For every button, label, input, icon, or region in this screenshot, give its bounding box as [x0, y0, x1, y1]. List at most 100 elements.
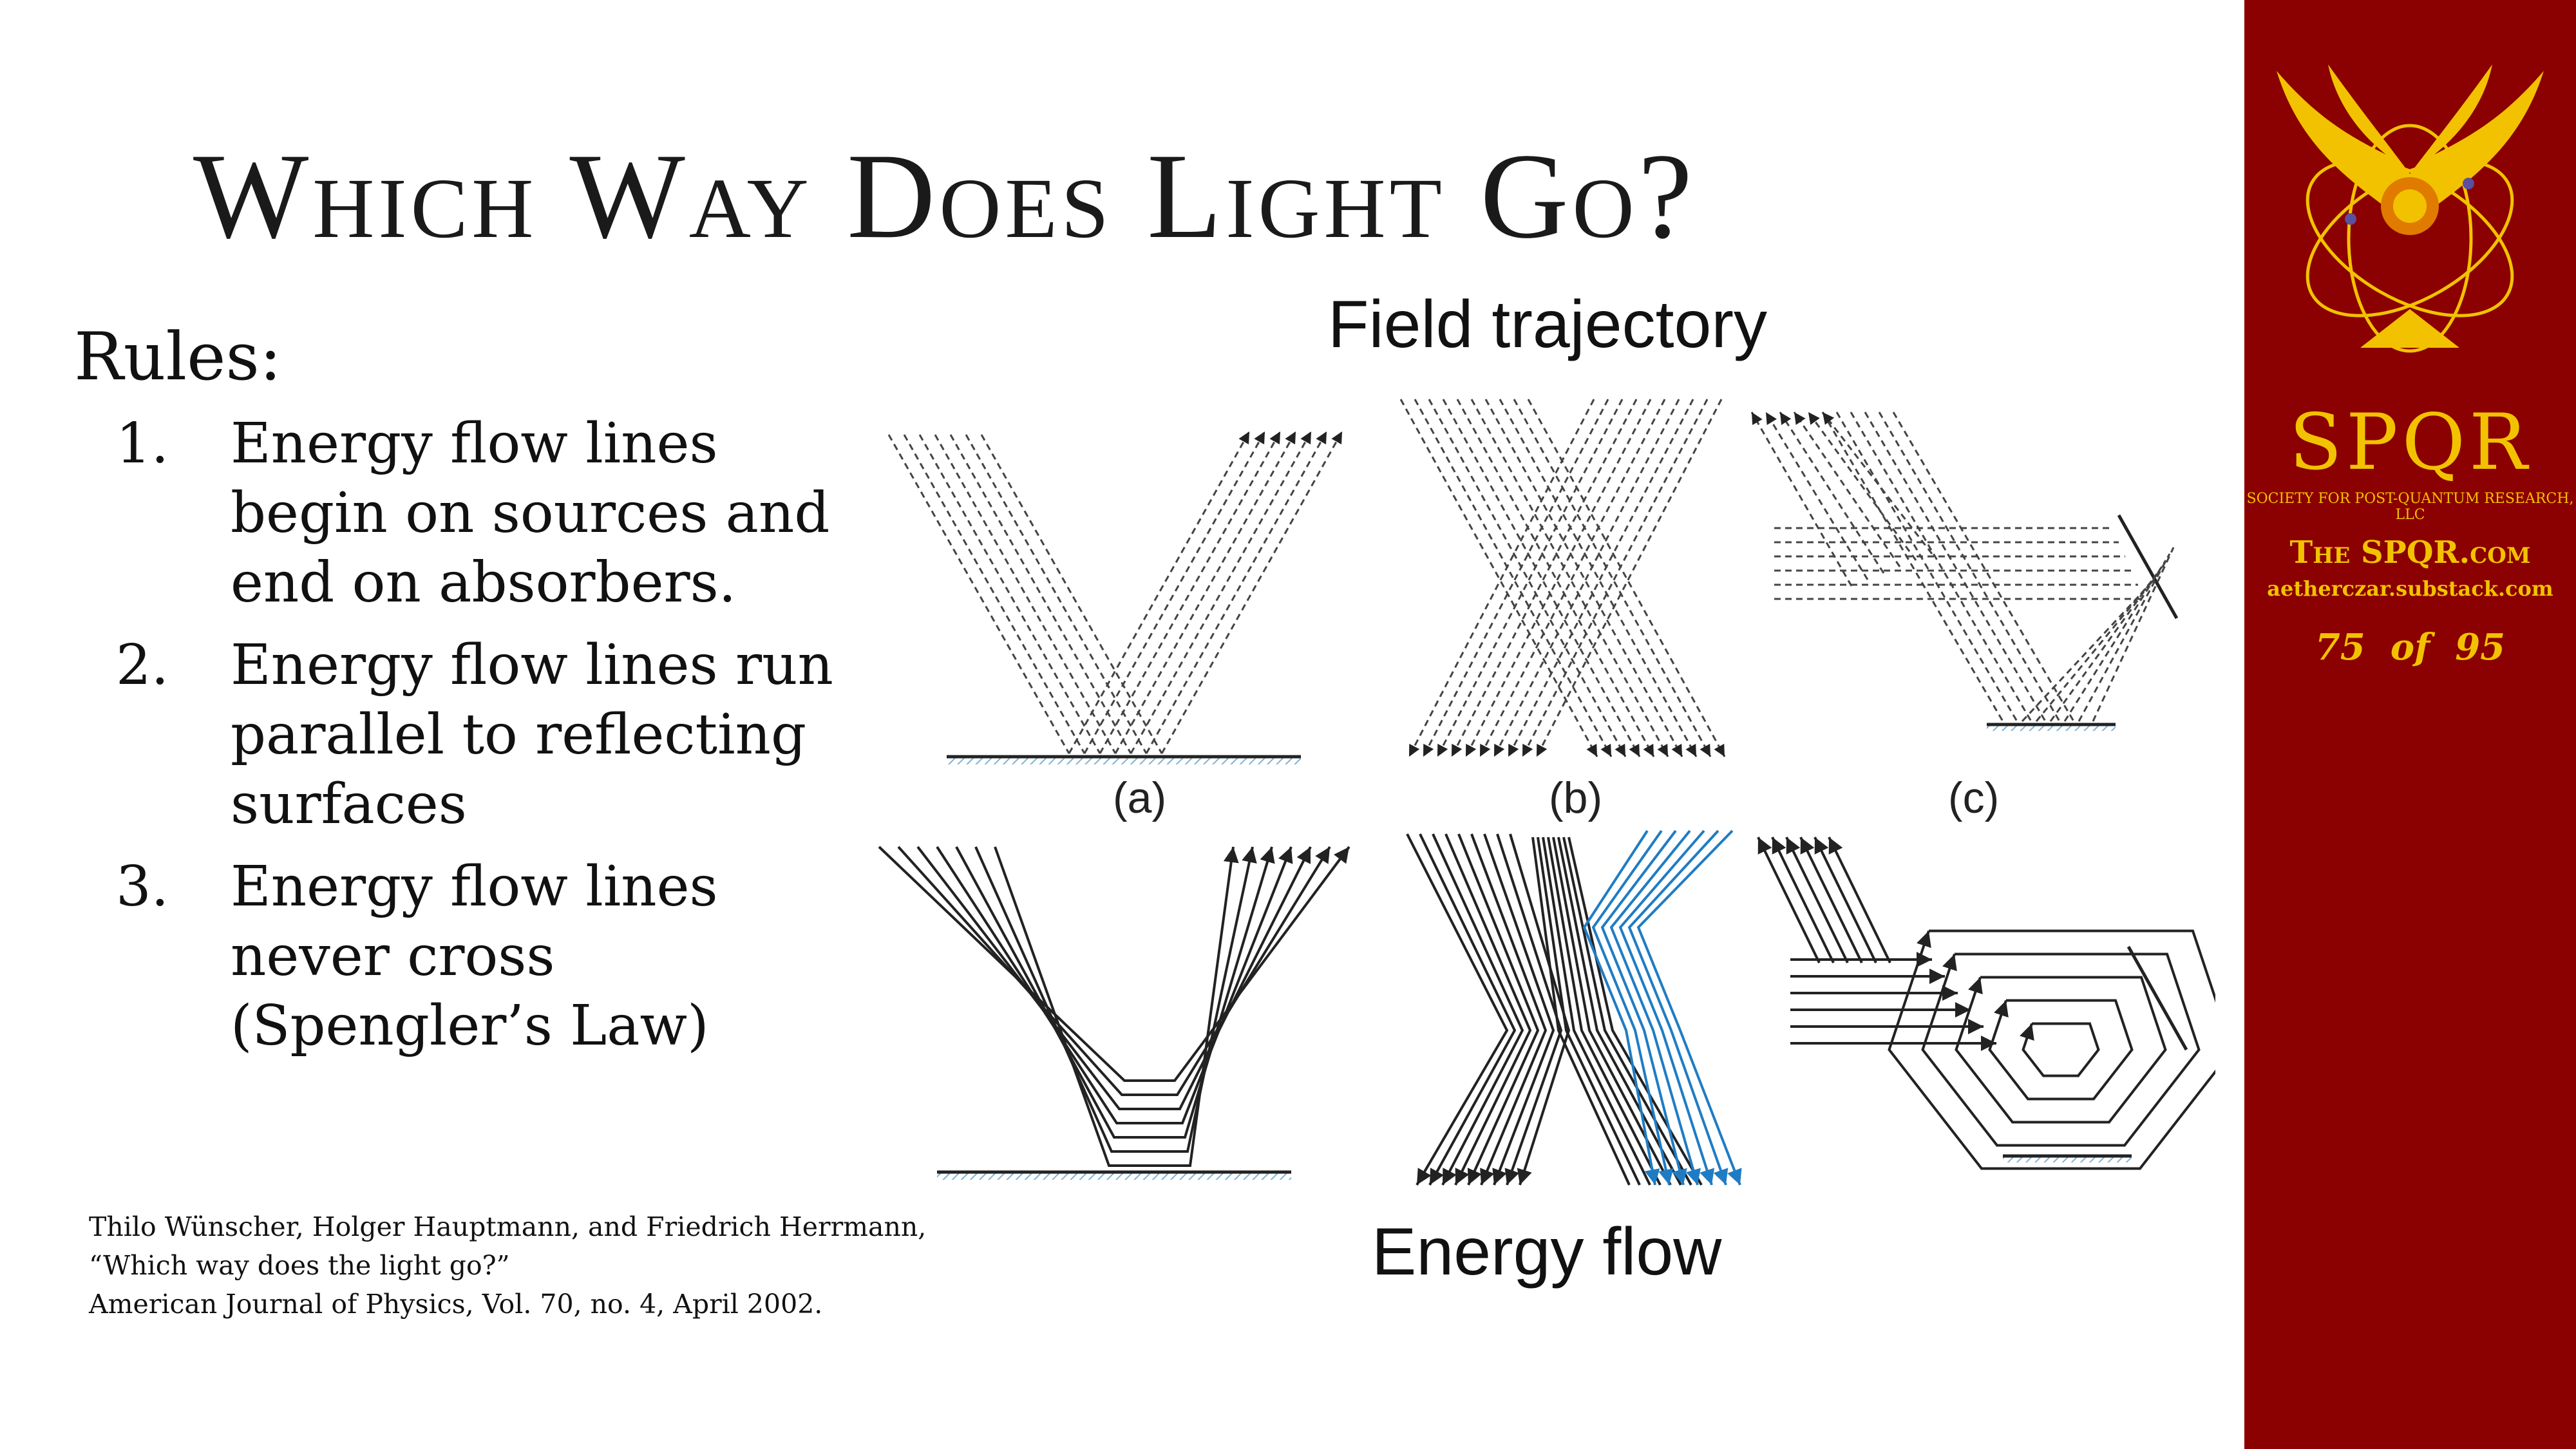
energy-flow-line [1557, 837, 1682, 1186]
forward-ray [1428, 399, 1627, 757]
energy-flow-caption: Energy flow [1372, 1215, 1722, 1289]
up-ray [2063, 560, 2167, 722]
rule-text-line: parallel to reflecting [231, 703, 807, 767]
energy-flow-line-blue [1600, 829, 1687, 1186]
forward-ray [1499, 399, 1698, 757]
backward-ray [1535, 399, 1723, 757]
incident-ray [934, 434, 1117, 754]
field-trajectory-caption: Field trajectory [1328, 287, 1767, 362]
rule-item: 2. Energy flow lines run parallel to ref… [116, 630, 876, 839]
energy-flow-loop [1955, 976, 2167, 1124]
energy-flow-line [1531, 837, 1631, 1186]
panel-label-c: (c) [1948, 773, 2000, 822]
rule-item: 3. Energy flow lines never cross (Spengl… [116, 852, 876, 1061]
incident-ray [949, 434, 1132, 754]
energy-flow-line-blue [1582, 829, 1660, 1186]
energy-flow-line [955, 846, 1275, 1139]
rule-text-line: Energy flow lines [231, 412, 718, 476]
panel-label-b: (b) [1549, 773, 1603, 822]
backward-ray [1464, 399, 1652, 757]
sidebar: SPQR SOCIETY FOR POST-QUANTUM RESEARCH, … [2244, 0, 2576, 1449]
energy-flow-line [1771, 837, 1835, 963]
energy-flow-line [1406, 833, 1509, 1186]
energy-flow-line [1444, 833, 1532, 1186]
energy-flow-line [1785, 837, 1849, 963]
exit-ray [1750, 412, 1853, 587]
citation-journal: American Journal of Physics, Vol. 70, no… [89, 1289, 823, 1320]
down-ray [1892, 412, 2075, 722]
backward-ray [1521, 399, 1709, 757]
rule-number: 3. [116, 855, 169, 919]
energy-flow-line [1537, 837, 1641, 1186]
energy-flow-loop [1921, 952, 2201, 1147]
energy-flow-line [1567, 837, 1703, 1186]
energy-flow-loop [1988, 999, 2134, 1101]
society-name: SOCIETY FOR POST-QUANTUM RESEARCH, LLC [2246, 491, 2574, 523]
rule-number: 1. [116, 412, 169, 476]
reflected-ray [1068, 431, 1251, 754]
down-ray [1878, 412, 2061, 722]
energy-flow-line [1509, 833, 1571, 1186]
backward-ray [1507, 399, 1694, 757]
energy-flow-line [916, 846, 1312, 1110]
forward-ray [1442, 399, 1641, 757]
energy-flow-line-blue [1618, 829, 1715, 1186]
energy-flow-line [1814, 837, 1877, 963]
reflected-ray [1114, 431, 1297, 754]
exit-ray [1807, 412, 1917, 561]
energy-flow-line [1419, 833, 1517, 1186]
rule-text-line: Energy flow lines run [231, 633, 833, 697]
backward-ray [1479, 399, 1666, 757]
energy-flow-line [994, 846, 1239, 1167]
panel-b-energy-flow [1406, 829, 1742, 1186]
incident-ray [918, 434, 1101, 754]
down-ray [1835, 412, 2018, 722]
rule-text-line: never cross [231, 924, 555, 989]
energy-flow-line [1457, 833, 1540, 1186]
forward-ray [1513, 399, 1712, 757]
rules-list: 1. Energy flow lines begin on sources an… [116, 409, 876, 1074]
rules-heading: Rules: [74, 319, 282, 395]
forward-ray [1399, 399, 1598, 757]
light-path-figure [878, 399, 2215, 1186]
citation: Thilo Wünscher, Holger Hauptmann, and Fr… [89, 1208, 926, 1323]
energy-flow-line-blue [1627, 829, 1728, 1186]
energy-flow-line [1542, 837, 1651, 1186]
rule-item: 1. Energy flow lines begin on sources an… [116, 409, 876, 618]
rule-text-line: (Spengler’s Law) [231, 994, 709, 1058]
down-ray [1864, 412, 2047, 722]
energy-flow-line [1470, 833, 1548, 1186]
energy-flow-line-blue [1636, 829, 1742, 1186]
panel-c-energy-flow [1757, 837, 2215, 1170]
backward-ray [1422, 399, 1609, 757]
rule-text-line: begin on sources and [231, 481, 830, 545]
page-counter: 75 of 95 [2315, 626, 2506, 668]
energy-flow-loop [1888, 929, 2215, 1170]
forward-ray [1456, 399, 1655, 757]
substack-link[interactable]: aetherczar.substack.com [2267, 576, 2553, 601]
site-link[interactable]: The SPQR.com [2289, 535, 2531, 571]
energy-flow-line [1496, 833, 1563, 1186]
energy-flow-line [936, 846, 1293, 1124]
panel-label-a: (a) [1113, 773, 1167, 822]
reflected-ray [1130, 431, 1312, 754]
exit-ray [1779, 412, 1885, 574]
spqr-phoenix-logo-icon [2277, 64, 2544, 353]
energy-flow-line [897, 846, 1331, 1096]
forward-ray [1527, 399, 1726, 757]
reflected-ray [1083, 431, 1266, 754]
exit-ray [1793, 412, 1901, 567]
energy-flow-line [1799, 837, 1863, 963]
rule-number: 2. [116, 633, 169, 697]
up-ray [2078, 553, 2171, 722]
spqr-wordmark: SPQR [2289, 398, 2532, 488]
energy-flow-line [1432, 833, 1524, 1186]
rule-text-line: end on absorbers. [231, 551, 737, 615]
panel-b-field-trajectory [1399, 399, 1726, 757]
reflected-ray [1160, 431, 1343, 754]
down-ray [1850, 412, 2032, 722]
backward-ray [1436, 399, 1624, 757]
citation-title: “Which way does the light go?” [89, 1250, 510, 1281]
up-ray [2092, 547, 2175, 722]
energy-flow-line-blue [1591, 829, 1674, 1186]
